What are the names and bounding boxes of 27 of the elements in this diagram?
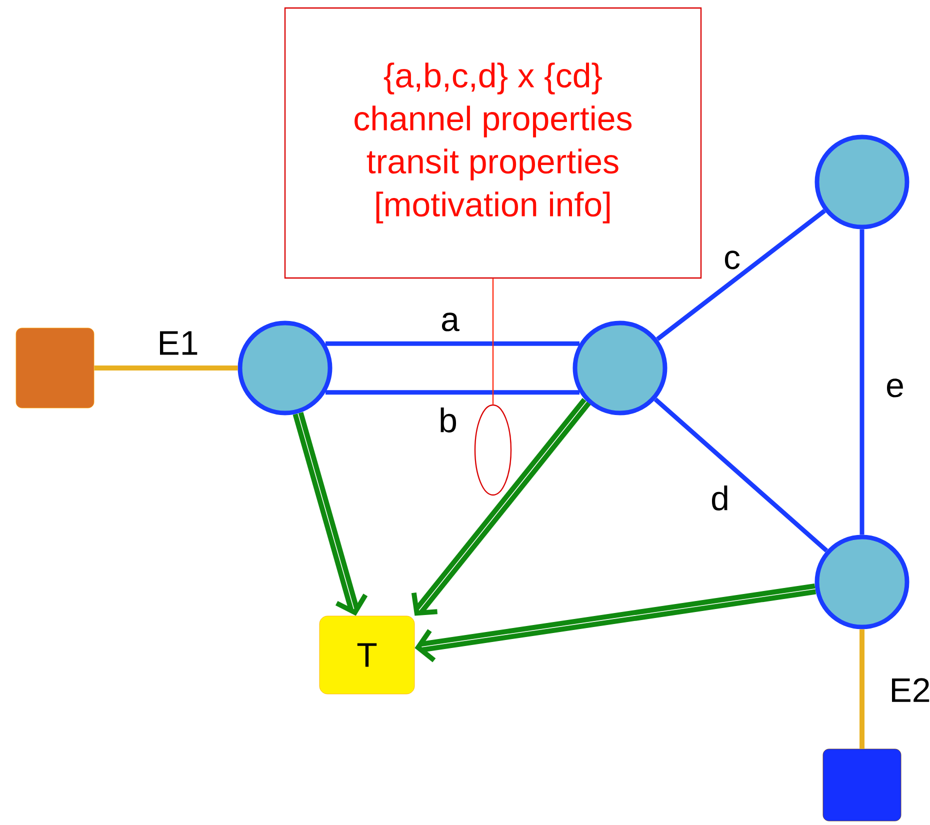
link-line <box>860 229 864 535</box>
link-line <box>326 341 580 346</box>
callout-box: {a,b,c,d} x {cd} channel properties transit properties [motivation info] <box>284 7 702 279</box>
edge-label: c <box>724 250 740 270</box>
circle <box>814 134 910 230</box>
square <box>822 748 902 822</box>
edge-label: b <box>440 408 456 432</box>
ellipse <box>474 404 512 496</box>
edge-label: E1 <box>160 331 198 355</box>
edge-label: d <box>712 486 728 510</box>
edge-label: e <box>887 378 903 398</box>
edge-label: E2 <box>892 678 930 702</box>
edge-label: a <box>442 312 460 332</box>
arrow <box>411 398 591 616</box>
circle <box>572 320 668 416</box>
arrow <box>414 584 816 662</box>
square <box>16 328 94 408</box>
connector-line <box>94 366 238 370</box>
circle <box>238 320 332 416</box>
link-line <box>654 398 828 552</box>
arrow <box>292 412 368 616</box>
connector-line <box>860 629 864 749</box>
link-line <box>326 390 580 395</box>
circle <box>814 534 910 630</box>
target-box: T <box>319 616 415 694</box>
leader-line <box>492 278 494 404</box>
link-line <box>656 209 826 341</box>
